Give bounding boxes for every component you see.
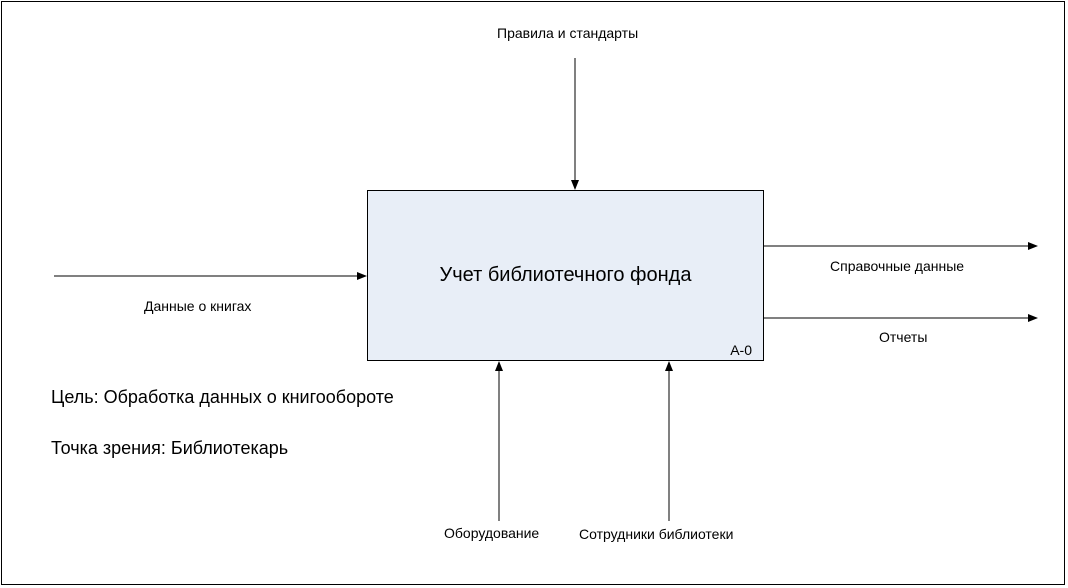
- activity-title: Учет библиотечного фонда: [439, 264, 692, 286]
- mechanism-label-1: Оборудование: [444, 525, 540, 541]
- input-label: Данные о книгах: [144, 298, 252, 314]
- activity-node-label: А-0: [730, 342, 752, 358]
- purpose-note: Цель: Обработка данных о книгообороте: [51, 387, 394, 407]
- activity-box[interactable]: [367, 190, 764, 361]
- output-label-2: Отчеты: [879, 329, 928, 345]
- mechanism-label-2: Сотрудники библиотеки: [579, 526, 734, 542]
- viewpoint-note: Точка зрения: Библиотекарь: [51, 438, 289, 458]
- output-label-1: Справочные данные: [830, 258, 965, 274]
- control-label: Правила и стандарты: [497, 25, 639, 41]
